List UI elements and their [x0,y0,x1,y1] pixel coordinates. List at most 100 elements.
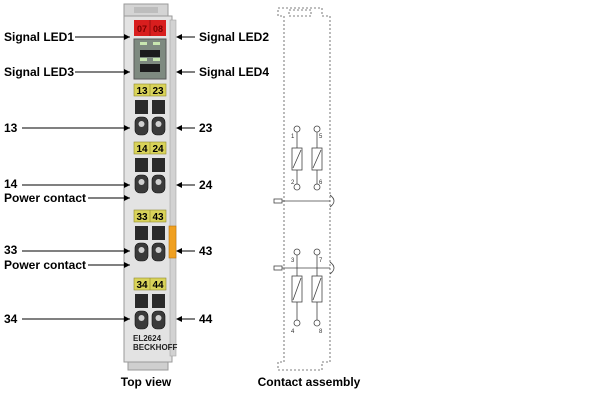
module-bottom-foot [127,361,169,371]
tag-33: 33 [136,212,148,223]
contact-point-5 [313,125,321,133]
caption-contact-assembly: Contact assembly [258,375,361,389]
arrowhead [124,34,130,40]
contact-point-6 [313,183,321,191]
pin-number: 7 [319,258,323,264]
tag-23: 23 [152,86,164,97]
label-43: 43 [199,244,213,258]
tag-34: 34 [136,280,148,291]
label-13: 13 [4,121,18,135]
tag-43: 43 [152,212,164,223]
release-slot-left [135,294,148,308]
contact-point-3 [293,248,301,256]
arrowhead [176,125,182,131]
label-24: 24 [199,178,213,192]
release-slot-left [135,100,148,114]
release-slot-right [152,294,165,308]
label-signal-led4: Signal LED4 [199,65,269,79]
led-tag-right: 08 [153,24,163,34]
right-callouts: Signal LED2 Signal LED4 23 24 43 44 [176,30,269,326]
tag-24: 24 [152,144,164,155]
pin-number: 5 [319,134,323,140]
label-signal-led2: Signal LED2 [199,30,269,44]
terminal-section-3: 33 43 [133,209,177,262]
arrowhead [124,195,130,201]
contact-point-4 [293,319,301,327]
arrowhead [176,248,182,254]
module-side-rail [169,19,177,357]
fuse-slash-1 [292,149,302,169]
tag-13: 13 [136,86,148,97]
terminal-module: 07 08 13 23 14 24 [123,3,178,371]
signal-led2 [153,42,160,45]
contact-spring-right [155,179,162,185]
pin-number: 8 [319,329,323,335]
label-23: 23 [199,121,213,135]
signal-led4 [153,58,160,61]
arrowhead [176,34,182,40]
tag-14: 14 [136,144,148,155]
pin-number: 3 [291,258,295,264]
label-signal-led3: Signal LED3 [4,65,74,79]
release-slot-right [152,226,165,240]
arrowhead [124,182,130,188]
contact-point-1 [293,125,301,133]
contact-point-2 [293,183,301,191]
release-slot-left [135,158,148,172]
led-tag-left: 07 [137,24,147,34]
label-power-contact-1: Power contact [4,191,86,205]
arrowhead [124,262,130,268]
terminal-section-2: 14 24 [133,141,167,194]
contact-spring-left [138,247,145,253]
arrowhead [176,69,182,75]
arrowhead [176,316,182,322]
contact-spring-left [138,121,145,127]
label-power-contact-2: Power contact [4,258,86,272]
label-signal-led1: Signal LED1 [4,30,74,44]
arrowhead [124,69,130,75]
release-slot-right [152,158,165,172]
brand-label: BECKHOFF [133,343,178,352]
led-recess-lower [140,64,160,72]
arrowhead [176,182,182,188]
caption-top-view: Top view [121,375,172,389]
label-44: 44 [199,312,213,326]
power-contact-spring-1 [329,194,335,208]
pin-number: 2 [291,180,295,186]
terminal-section-1: 13 23 [133,83,167,136]
arrowhead [124,125,130,131]
signal-led1 [140,42,147,45]
model-label: EL2624 [133,334,162,343]
module-top-clip-slot [134,7,158,13]
top-clip-outline [288,9,312,17]
contact-point-8 [313,319,321,327]
power-contact-pin-1 [273,198,283,204]
led-recess-upper [140,50,160,57]
power-contact-pin-2 [273,265,283,271]
contact-assembly [273,7,335,371]
fuse-slash-2 [312,149,322,169]
contact-spring-right [155,247,162,253]
signal-led3 [140,58,147,61]
tag-44: 44 [152,280,164,291]
contact-spring-left [138,179,145,185]
release-slot-right [152,100,165,114]
housing-outline [277,7,331,371]
fuse-slash-3 [292,277,302,301]
left-callouts: Signal LED1 Signal LED3 13 14 Power cont… [4,30,130,326]
power-contact-tab [168,225,177,259]
release-slot-left [135,226,148,240]
label-34: 34 [4,312,18,326]
terminal-section-4: 34 44 [133,277,167,330]
contact-point-7 [313,248,321,256]
contact-pin-numbers: 1 5 2 6 3 7 4 8 [291,134,323,335]
fuse-slash-4 [312,277,322,301]
contact-spring-left [138,315,145,321]
contact-spring-right [155,315,162,321]
label-33: 33 [4,243,18,257]
label-14: 14 [4,177,18,191]
pin-number: 4 [291,329,295,335]
arrowhead [124,248,130,254]
pin-number: 1 [291,134,295,140]
